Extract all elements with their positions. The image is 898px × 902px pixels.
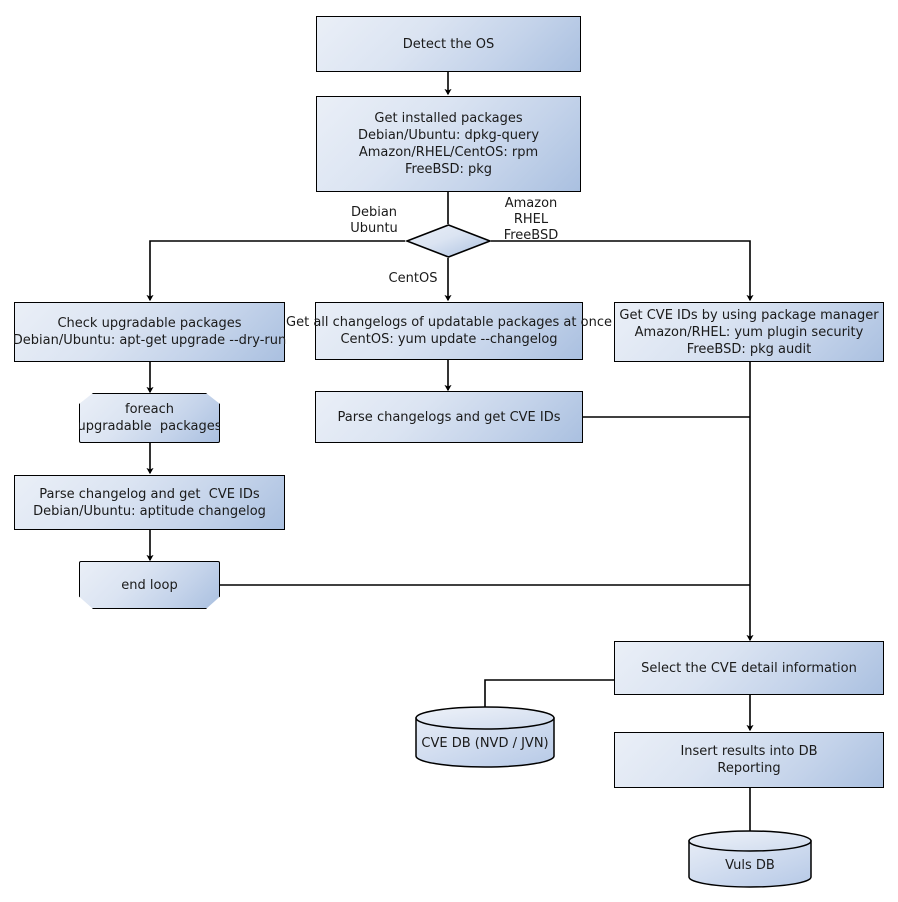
- node-detect-os[interactable]: Detect the OS: [316, 16, 581, 72]
- edge-label-amazon-rhel-freebsd: Amazon RHEL FreeBSD: [503, 196, 559, 243]
- decision-diamond-icon: [404, 224, 493, 258]
- node-foreach-loop-start[interactable]: foreach upgradable packages: [79, 393, 220, 443]
- node-get-all-changelogs-label: Get all changelogs of updatable packages…: [286, 315, 612, 347]
- node-get-all-changelogs[interactable]: Get all changelogs of updatable packages…: [286, 302, 612, 360]
- edge-decision-to-check-upgradable: [146, 240, 405, 302]
- node-foreach-loop-start-label: foreach upgradable packages: [77, 402, 222, 434]
- node-check-upgradable-packages[interactable]: Check upgradable packages Debian/Ubuntu:…: [12, 302, 287, 362]
- node-end-loop[interactable]: end loop: [79, 561, 220, 609]
- node-select-cve-detail[interactable]: Select the CVE detail information: [614, 641, 884, 695]
- database-cylinder-icon: [415, 706, 555, 768]
- node-insert-results[interactable]: Insert results into DB Reporting: [614, 732, 884, 788]
- node-parse-changelog-debian-label: Parse changelog and get CVE IDs Debian/U…: [33, 486, 266, 519]
- node-get-installed-packages-label: Get installed packages Debian/Ubuntu: dp…: [357, 111, 540, 177]
- node-os-decision[interactable]: [404, 224, 493, 258]
- edge-label-debian-ubuntu: Debian Ubuntu: [350, 205, 398, 236]
- edge-label-centos: CentOS: [388, 271, 438, 286]
- node-end-loop-label: end loop: [121, 577, 178, 593]
- node-parse-changelogs-centos[interactable]: Parse changelogs and get CVE IDs: [315, 391, 583, 443]
- database-cylinder-icon: [688, 830, 812, 888]
- edge-decision-to-get-cve-ids: [491, 240, 754, 302]
- node-detect-os-label: Detect the OS: [402, 36, 495, 52]
- node-get-cve-ids-package-manager[interactable]: Get CVE IDs by using package manager Ama…: [614, 302, 884, 362]
- node-parse-changelog-debian[interactable]: Parse changelog and get CVE IDs Debian/U…: [14, 475, 285, 530]
- node-get-cve-ids-package-manager-label: Get CVE IDs by using package manager Ama…: [619, 307, 879, 357]
- node-select-cve-detail-label: Select the CVE detail information: [641, 660, 857, 676]
- node-parse-changelogs-centos-label: Parse changelogs and get CVE IDs: [337, 409, 561, 425]
- node-insert-results-label: Insert results into DB Reporting: [680, 744, 818, 776]
- edge-select-to-cvedb: [484, 679, 614, 707]
- node-vuls-db[interactable]: Vuls DB: [688, 830, 812, 888]
- node-check-upgradable-packages-label: Check upgradable packages Debian/Ubuntu:…: [12, 316, 287, 348]
- node-get-installed-packages[interactable]: Get installed packages Debian/Ubuntu: dp…: [316, 96, 581, 192]
- node-cve-db[interactable]: CVE DB (NVD / JVN): [415, 706, 555, 768]
